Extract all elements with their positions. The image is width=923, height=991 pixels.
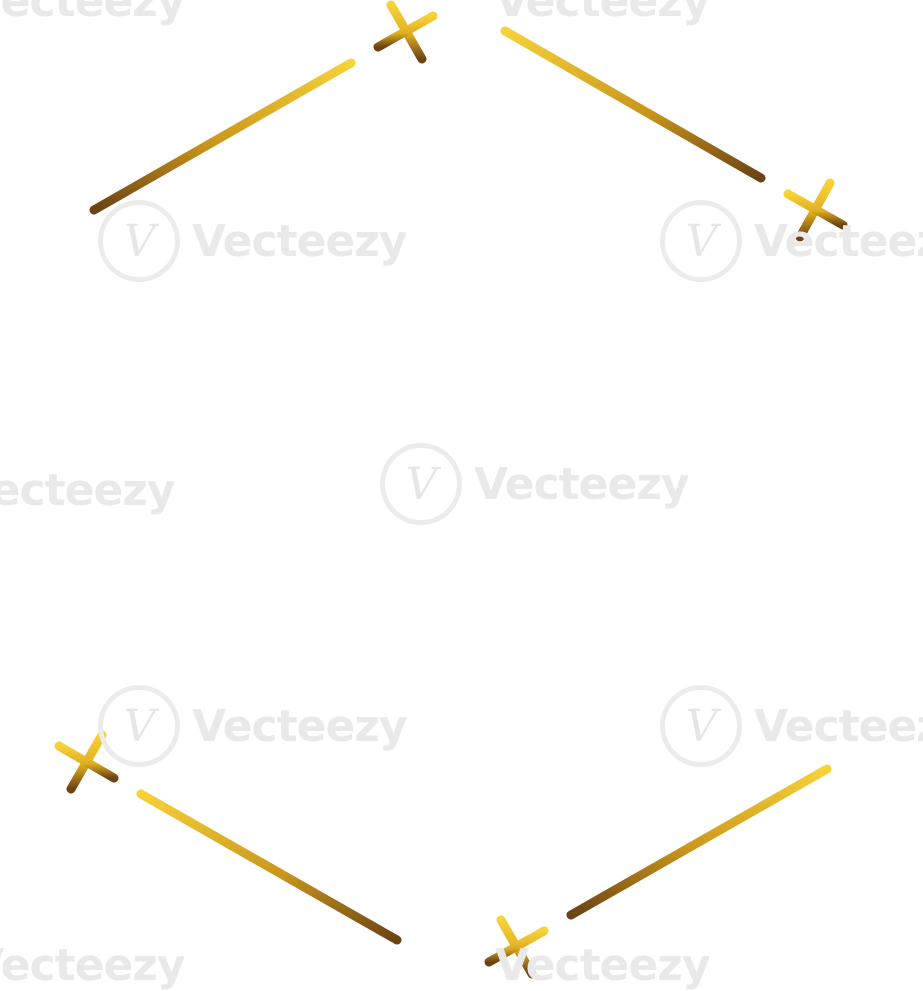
cross-mark-left [0,274,78,353]
edge-bottom-right [566,764,832,920]
cross-mark-right [844,626,923,705]
cross-mark-bottom [484,915,549,979]
edge-top-left [89,58,356,215]
cross-mark-top-right [783,178,848,242]
cross-mark-bottom-left [54,730,119,794]
edge-top-right [500,26,766,183]
edge-bottom-left [136,789,402,945]
cross-mark-top [373,0,438,64]
